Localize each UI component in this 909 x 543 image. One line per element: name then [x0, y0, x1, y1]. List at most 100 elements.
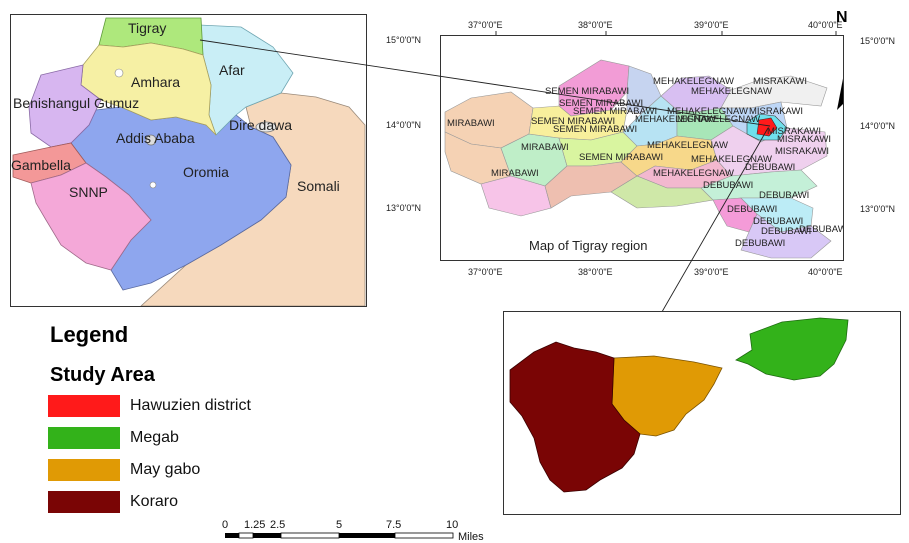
legend-item-hawuzien: Hawuzien district [48, 395, 251, 417]
study-area-red [756, 117, 778, 137]
zone-label: SEMEN MIRABAWI [553, 124, 637, 135]
legend-label: Hawuzien district [130, 397, 251, 414]
region-benishangul [28, 64, 102, 148]
legend-item-megab: Megab [48, 427, 179, 449]
tigray-map: MIRABAWI SEMEN MIRABAWI SEMEN MIRABAWI S… [444, 59, 853, 259]
legend-swatch [48, 459, 120, 481]
zone-label: SEMEN MIRABAWI [579, 152, 663, 163]
right-tick-label: 15°0'0"N [860, 36, 895, 46]
zone-label: DEBUBAWI [703, 180, 753, 191]
left-tick-label: 13°0'0"N [386, 203, 421, 213]
lake-icon [114, 68, 124, 78]
scale-segment [394, 532, 454, 539]
top-tick-label: 38°0'0"E [578, 20, 613, 30]
label-addis-ababa: Addis Ababa [116, 130, 195, 146]
label-dire-dawa: Dire dawa [229, 117, 292, 133]
top-tick-label: 37°0'0"E [468, 20, 503, 30]
zone-label: MIRABAWI [491, 168, 539, 179]
zone-label: MEHAKELEGNAW [653, 168, 734, 179]
zone-label: DEBUBAWI [761, 226, 811, 237]
bottom-tick-label: 39°0'0"E [694, 267, 729, 277]
study-area-map [509, 317, 849, 493]
connector-line-ethiopia-tigray [199, 39, 771, 127]
scale-segment [253, 533, 281, 538]
zone-label: MEHAKELEGNAW [647, 140, 728, 151]
zone-label: MIRABAWI [521, 142, 569, 153]
zone-label: SEMEN MIRABAWI [545, 86, 629, 97]
scale-unit: Miles [458, 531, 484, 541]
zone-label: SEMEN MIRABAWI [573, 106, 657, 117]
label-somali: Somali [297, 178, 340, 194]
label-snnp: SNNP [69, 184, 108, 200]
legend-swatch [48, 491, 120, 513]
zone-label: DEBUBAWI [745, 162, 795, 173]
top-tick-label: 39°0'0"E [694, 20, 729, 30]
label-amhara: Amhara [131, 74, 180, 90]
scale-segment [238, 532, 254, 539]
zone-label: MISRAKAWI [749, 106, 803, 117]
left-tick-label: 14°0'0"N [386, 120, 421, 130]
zone-label: DEBUBAWI [727, 204, 777, 215]
scale-tick-label: 7.5 [386, 519, 401, 531]
zone-label: SEMEN MIRABAWI [531, 116, 615, 127]
scale-tick-label: 10 [446, 519, 458, 531]
zone-label: MISRAKAWI [777, 134, 831, 145]
label-benishangul-gumuz: Benishangul Gumuz [13, 95, 139, 111]
label-gambella: Gambella [11, 157, 71, 173]
region-dire-dawa [255, 121, 277, 133]
zone-label: MISRAKAWI [767, 126, 821, 137]
scale-tick-label: 0 [222, 519, 228, 531]
legend-item-may-gabo: May gabo [48, 459, 200, 481]
zone-label: MEHAKELEGNAW [691, 154, 772, 165]
ethiopia-map-panel: Tigray Amhara Afar Benishangul Gumuz Add… [10, 14, 367, 307]
study-area-map-panel [503, 311, 901, 515]
scale-bar: 0 1.25 2.5 5 7.5 10 Miles [222, 519, 484, 541]
legend-item-koraro: Koraro [48, 491, 178, 513]
zone-label: MEHAKELEGNAW [667, 106, 748, 117]
right-tick-label: 13°0'0"N [860, 204, 895, 214]
lake-icon [149, 181, 157, 189]
zone-label: DEBUBAWI [759, 190, 809, 201]
zone-nw-c [528, 105, 628, 141]
zone-label: MISRAKAWI [753, 76, 807, 87]
bottom-tick-label: 40°0'0"E [808, 267, 843, 277]
zone-label: DEBUBAWI [799, 224, 843, 235]
legend-subtitle: Study Area [50, 364, 155, 386]
bottom-tick-label: 37°0'0"E [468, 267, 503, 277]
legend-label: May gabo [130, 461, 201, 478]
tigray-map-caption: Map of Tigray region [529, 238, 648, 253]
scale-tick-label: 5 [336, 519, 342, 531]
label-oromia: Oromia [183, 164, 229, 180]
legend-swatch [48, 427, 120, 449]
scale-segment [280, 532, 340, 539]
zone-label: DEBUBAWI [735, 238, 785, 249]
zone-label: MISRAKAWI [775, 146, 829, 157]
zone-label: SEMEN MIRABAWI [559, 98, 643, 109]
scale-tick-label: 1.25 [244, 519, 265, 531]
zone-label: MEHAKELEGNAW [691, 86, 772, 97]
legend-swatch [48, 395, 120, 417]
zone-label: MIRABAWI [447, 118, 495, 129]
district-koraro [509, 341, 641, 493]
bottom-tick-label: 38°0'0"E [578, 267, 613, 277]
top-tick-label: 40°0'0"E [808, 20, 843, 30]
zone-label: MIFHAKELEGNAW [677, 114, 760, 125]
scale-segment [339, 533, 395, 538]
label-afar: Afar [219, 62, 245, 78]
legend-label: Megab [130, 429, 179, 446]
legend-title: Legend [50, 322, 129, 347]
legend-label: Koraro [130, 493, 179, 510]
tigray-map-panel: MIRABAWI SEMEN MIRABAWI SEMEN MIRABAWI S… [440, 35, 853, 261]
zone-label: MEHAKELEGNAW [635, 114, 716, 125]
zone-label: MEHAKELEGNAW [653, 76, 734, 87]
ethiopia-map: Tigray Amhara Afar Benishangul Gumuz Add… [11, 17, 366, 307]
right-tick-label: 14°0'0"N [860, 121, 895, 131]
region-snnp [30, 162, 152, 271]
zone-s-c [740, 213, 832, 259]
label-tigray: Tigray [128, 20, 166, 36]
north-label: N [836, 9, 848, 26]
left-tick-label: 15°0'0"N [386, 35, 421, 45]
scale-tick-label: 2.5 [270, 519, 285, 531]
district-megab [735, 317, 849, 381]
region-addis-ababa [145, 134, 157, 146]
